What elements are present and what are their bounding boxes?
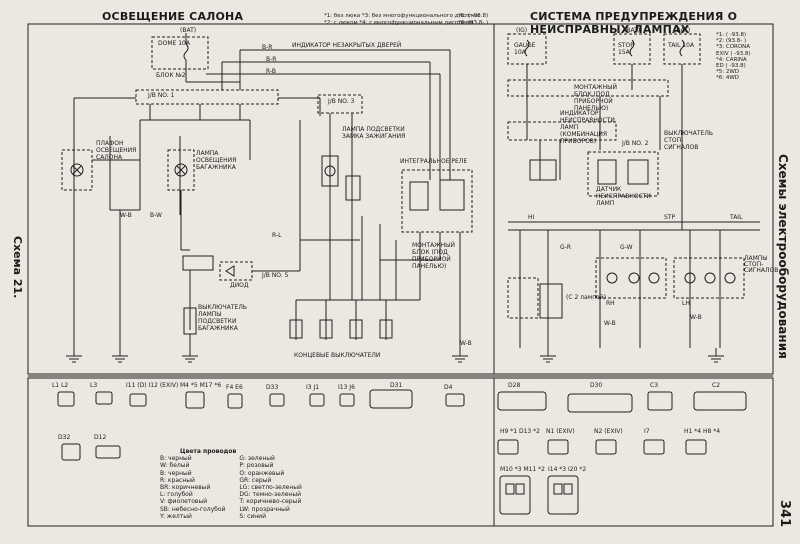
header-right: СИСТЕМА ПРЕДУПРЕЖДЕНИЯ О НЕИСПРАВНЫХ ЛАМ… (530, 10, 738, 36)
wire-tag: G-W (620, 244, 633, 251)
notes-left-right: *5: ( -93.8) *6: (93.8- ) (458, 13, 489, 26)
indicator-lamps-label: ИНДИКАТОР НЕИСПРАВНОСТИ ЛАМП (КОМБИНАЦИЯ… (560, 110, 615, 145)
jb1-label: J/B NO. 1 (148, 92, 175, 99)
wire-tag: R-B (266, 68, 276, 75)
header-left: ОСВЕЩЕНИЕ САЛОНА (102, 10, 244, 23)
notes-right: *1: ( -93.8)*2: (93.8- )*3: CORONA EXIV … (716, 32, 751, 82)
connector-label: M4 *5 M17 *6 (180, 382, 222, 389)
connector-label: I13 J6 (338, 384, 355, 391)
lamp-lights-label: (С 2 лампой) (566, 294, 607, 301)
connector-label: D30 (590, 382, 603, 389)
door-lamp-label: ЛАМПА ПОДСВЕТКИ ЗАМКА ЗАЖИГАНИЯ (342, 126, 406, 140)
connector-label: N1 (EXIV) (546, 428, 575, 435)
legend-title: Цвета проводов (180, 448, 237, 455)
connector-label: D4 (444, 384, 453, 391)
tail-fuse-label: TAIL 10A (668, 42, 695, 49)
mount-block-label: МОНТАЖНЫЙ БЛОК (ПОД ПРИБОРНОЙ ПАНЕЛЬЮ) (412, 242, 455, 270)
lh-label: LH (682, 300, 690, 307)
integral-relay-label: ИНТЕГРАЛЬНОЕ РЕЛЕ (400, 158, 468, 165)
connector-label: N2 (EXIV) (594, 428, 623, 435)
connector-label: H9 *1 D13 *2 (500, 428, 540, 435)
connector-label: D12 (94, 434, 107, 441)
connector-label: M10 *3 M11 *2 (500, 466, 545, 473)
rh-label: RH (606, 300, 615, 307)
jb3-label: J/B NO. 3 (328, 98, 355, 105)
wire-tag: B-W (150, 212, 162, 219)
block2-label: БЛОК №2 (156, 72, 186, 79)
trunk-switch-label: ВЫКЛЮЧАТЕЛЬ ЛАМПЫ ПОДСВЕТКИ БАГАЖНИКА (198, 304, 247, 332)
jb2-label: J/B NO. 2 (622, 140, 649, 147)
bat-label-left: (BAT) (180, 27, 197, 34)
dome-fuse-label: DOME 10A (158, 40, 190, 47)
stop-switch-label: ВЫКЛЮЧАТЕЛЬ СТОП-СИГНАЛОВ (664, 130, 713, 151)
connector-label: I7 (644, 428, 650, 435)
connector-label: I11 (D) I12 (EXIV) (126, 382, 179, 389)
connector-label: F4 E6 (226, 384, 243, 391)
connector-label: C3 (650, 382, 659, 389)
jb5-label: J/B NO. 5 (262, 272, 289, 279)
gauge-fuse-label: GAUGE 10A (514, 42, 536, 56)
sensor-label: ДАТЧИК НЕИСПРАВНОСТИ ЛАМП (596, 186, 651, 207)
tail-label: TAIL (730, 214, 743, 221)
connector-label: I3 J1 (306, 384, 320, 391)
connector-label: C2 (712, 382, 721, 389)
hi-label: HI (528, 214, 535, 221)
stop-fuse-label: STOP 15A (618, 42, 634, 56)
bat-label-tail: (BAT) (674, 27, 691, 34)
connector-label: D33 (266, 384, 279, 391)
notes-left: *1: без люка *3: без многофункциональног… (324, 13, 479, 26)
trunk-lamp-label: ЛАМПА ОСВЕЩЕНИЯ БАГАЖНИКА (196, 150, 237, 171)
connector-label: D28 (508, 382, 521, 389)
wire-tag: W-B (690, 314, 702, 321)
end-switches-label: КОНЦЕВЫЕ ВЫКЛЮЧАТЕЛИ (294, 352, 381, 359)
connector-label: D32 (58, 434, 71, 441)
connector-label: H1 *4 H8 *4 (684, 428, 721, 435)
wire-tag: W-B (460, 340, 472, 347)
wire-tag: B-R (262, 44, 273, 51)
wire-tag: R-L (272, 232, 282, 239)
wire-tag: B-R (266, 56, 277, 63)
indicator-doors-label: ИНДИКАТОР НЕЗАКРЫТЫХ ДВЕРЕЙ (292, 42, 402, 49)
wire-tag: G-R (560, 244, 571, 251)
bat-label-stop: (BAT) (624, 27, 641, 34)
diode-label: ДИОД (230, 282, 249, 289)
connector-label: L3 (90, 382, 98, 389)
mount-block2-label: МОНТАЖНЫЙ БЛОК (ПОД ПРИБОРНОЙ ПАНЕЛЬЮ) (574, 84, 617, 112)
interior-lamp-label: ПЛАФОН ОСВЕЩЕНИЯ САЛОНА (96, 140, 137, 161)
connector-label: D31 (390, 382, 403, 389)
ig-label: (IG) (516, 27, 528, 34)
connector-label: I14 *3 I20 *2 (548, 466, 587, 473)
connector-label: L1 L2 (52, 382, 69, 389)
wire-tag: W-B (604, 320, 616, 327)
stp-label: STP (664, 214, 676, 221)
stop-lamps-label: ЛАМПЫ СТОП-СИГНАЛОВ (744, 255, 779, 274)
wire-tag: W-B (120, 212, 132, 219)
